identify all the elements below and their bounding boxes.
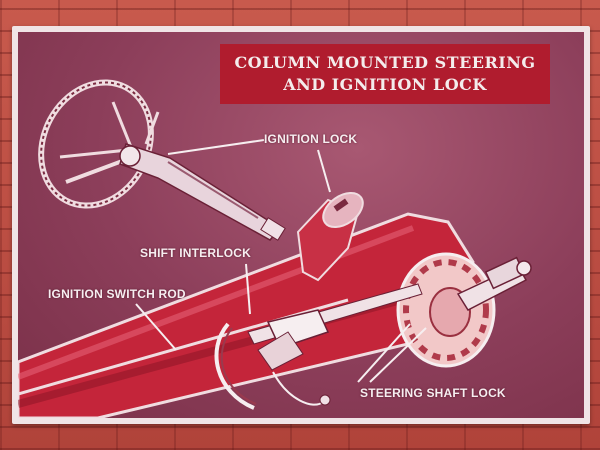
label-shift-interlock: SHIFT INTERLOCK [140,246,251,260]
steering-wheel [38,79,160,209]
shaft-spline [456,256,532,311]
label-ignition-switch-rod: IGNITION SWITCH ROD [48,287,186,301]
poster-board: COLUMN MOUNTED STEERING AND IGNITION LOC… [12,26,590,424]
title-banner: COLUMN MOUNTED STEERING AND IGNITION LOC… [220,44,550,104]
internal-mechanism [18,283,427,410]
steering-shaft-lock-gear [396,252,496,368]
leader-lines [135,139,331,351]
small-steering-column [119,143,286,241]
diagram-title: COLUMN MOUNTED STEERING AND IGNITION LOC… [234,53,536,94]
label-steering-shaft-lock: STEERING SHAFT LOCK [360,386,506,400]
label-ignition-lock: IGNITION LOCK [264,132,358,146]
diagram-panel: COLUMN MOUNTED STEERING AND IGNITION LOC… [18,32,584,418]
ignition-lock-cylinder [296,191,364,282]
diagram-artwork [18,79,532,418]
